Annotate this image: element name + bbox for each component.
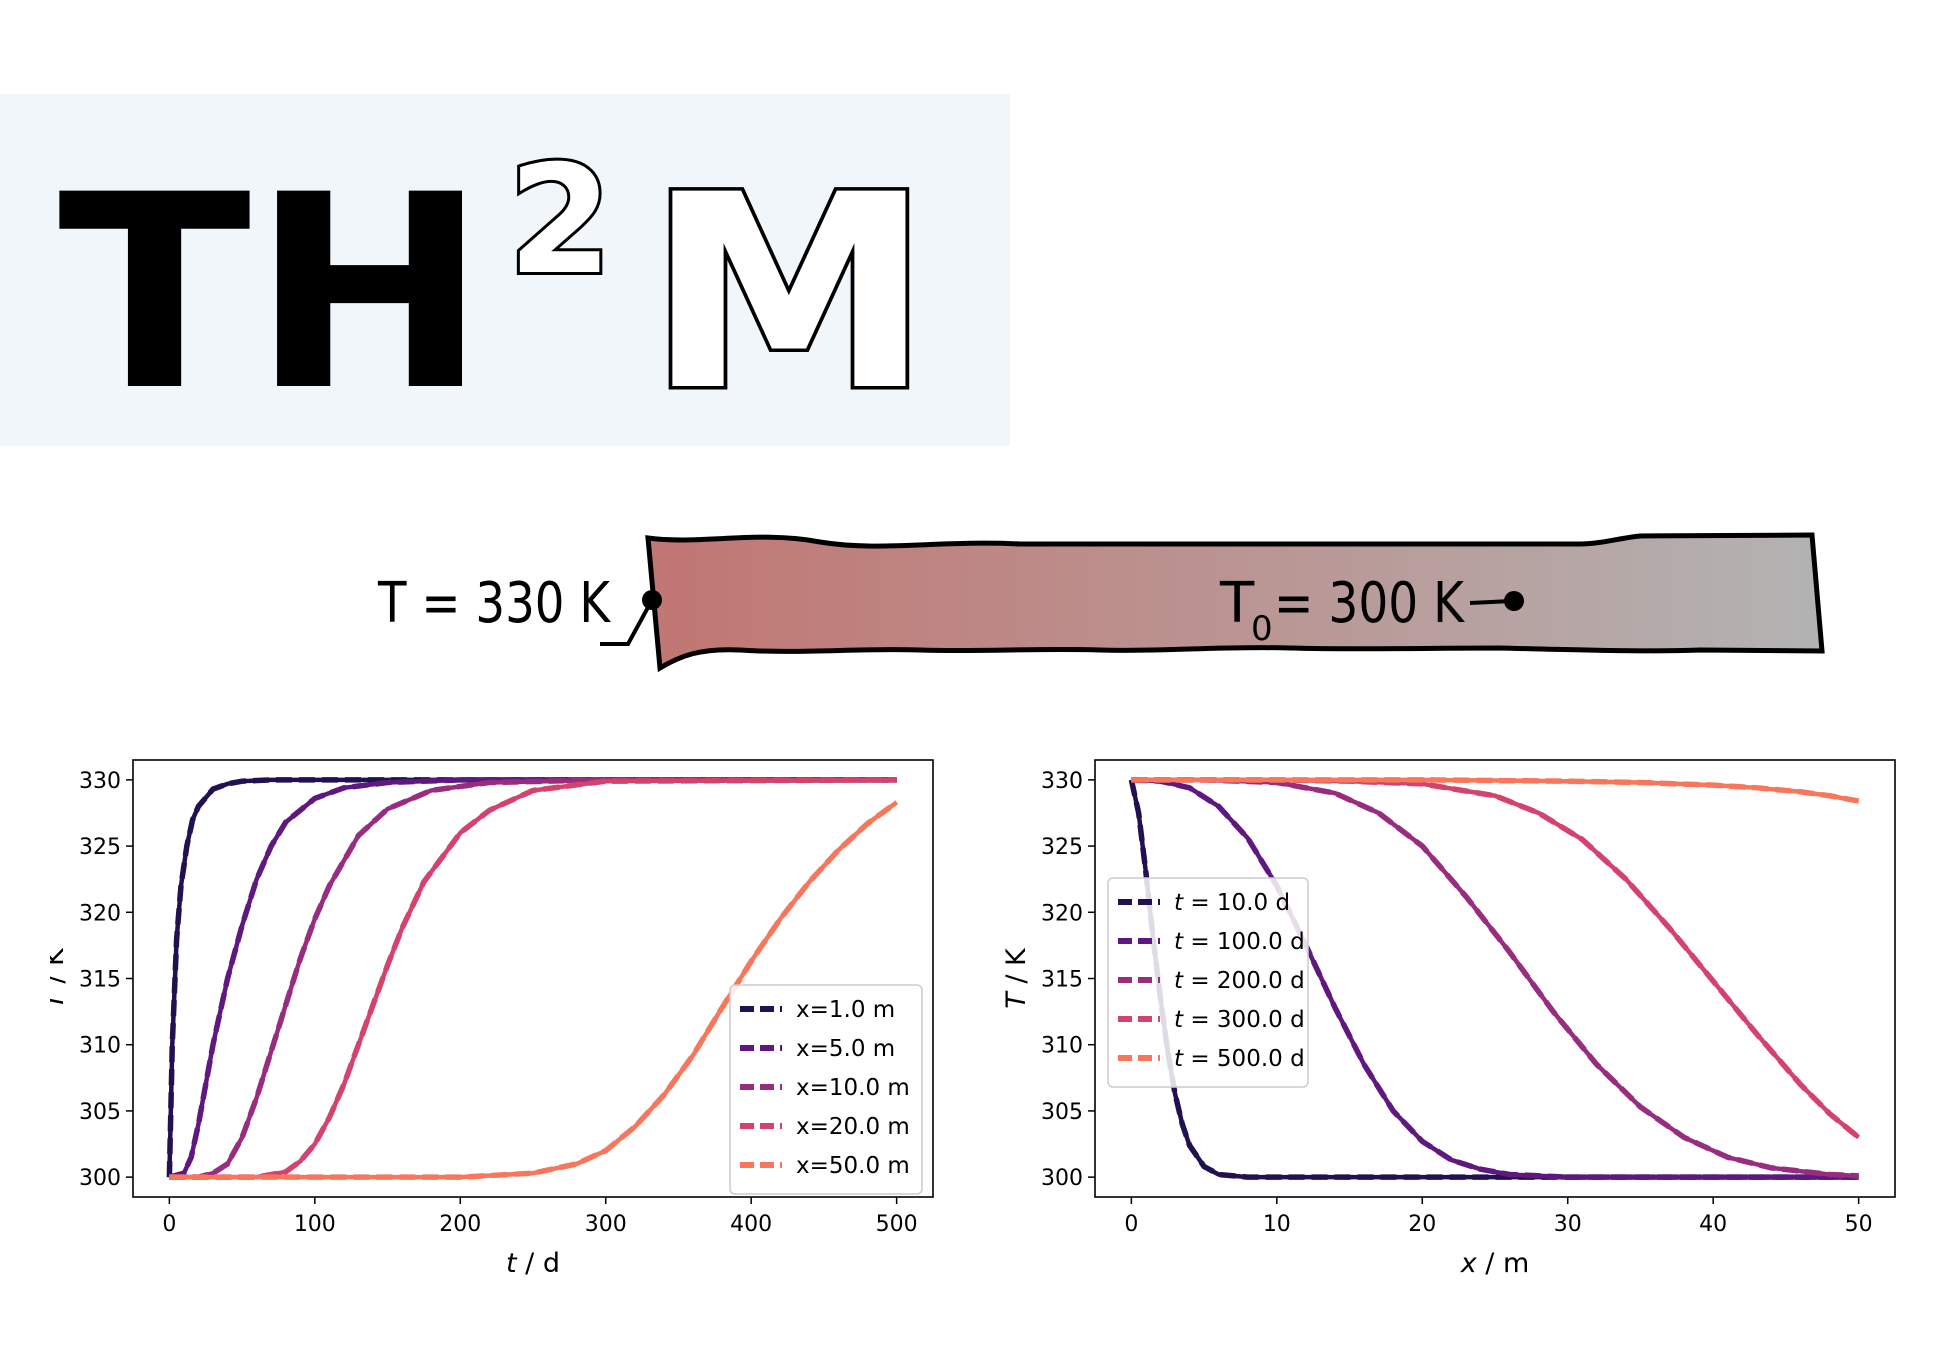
chart0-xtick-label: 100 [294, 1212, 336, 1237]
left-boundary-label: T = 330 K [377, 571, 611, 636]
chart0-series-dashed-2 [169, 777, 897, 1180]
chart0-xtick-label: 400 [730, 1212, 772, 1237]
chart1-legend-label-1: t = 100.0 d [1174, 929, 1305, 955]
chart0-legend-label-3: x=20.0 m [796, 1114, 910, 1140]
logo-superscript-2: 2 [508, 134, 612, 308]
chart1-ytick-label: 300 [1041, 1166, 1083, 1191]
chart1-legend-label-0: t = 10.0 d [1174, 890, 1290, 916]
chart-temperature-vs-time: 0 100 200 300 400 500 300 305 310 315 320 325 330 t /… [50, 759, 934, 1279]
left-boundary-leader [600, 599, 654, 646]
chart0-xtick-label: 200 [439, 1212, 481, 1237]
chart1-xtick-label: 10 [1263, 1212, 1291, 1237]
chart1-ytick-label: 305 [1041, 1100, 1083, 1125]
right-boundary-value: = 300 K [1274, 571, 1465, 636]
chart1-xtick-label: 30 [1554, 1212, 1582, 1237]
chart0-xtick-label: 500 [876, 1212, 918, 1237]
right-boundary-subscript: 0 [1251, 609, 1273, 649]
chart1-xtick-label: 20 [1408, 1212, 1436, 1237]
chart0-ytick-label: 315 [79, 968, 121, 993]
chart1-legend-label-4: t = 500.0 d [1174, 1046, 1305, 1072]
chart0-series-dashed-4 [169, 800, 899, 1180]
chart1-xtick-label: 0 [1124, 1212, 1138, 1237]
chart1-legend-label-2: t = 200.0 d [1174, 968, 1305, 994]
chart0-legend [729, 984, 923, 1195]
chart0-ytick-label: 320 [79, 901, 121, 926]
chart1-ytick-label: 325 [1041, 835, 1083, 860]
chart0-legend-label-4: x=50.0 m [796, 1153, 910, 1179]
chart1-xlabel: x / m [1460, 1248, 1530, 1279]
chart0-ylabel: T / K [50, 947, 70, 1009]
chart1-series-dashed-4 [1131, 777, 1860, 804]
chart1-legend-label-3: t = 300.0 d [1174, 1007, 1305, 1033]
domain-schematic: T = 330 K T 0 = 300 K [377, 532, 1825, 673]
chart1-legend [1107, 877, 1309, 1088]
domain-bar [645, 532, 1825, 673]
chart1-ytick-label: 310 [1041, 1034, 1083, 1059]
chart1-ytick-label: 330 [1041, 769, 1083, 794]
chart-temperature-vs-position: 0 10 20 30 40 50 300 305 310 315 320 325 330 x / m T /… [1001, 759, 1896, 1279]
logo-background [0, 94, 1010, 446]
th2m-logo: TH 2 M [58, 131, 936, 446]
chart0-legend-label-2: x=10.0 m [796, 1075, 910, 1101]
chart0-legend-label-1: x=5.0 m [796, 1036, 895, 1062]
chart0-ytick-label: 300 [79, 1166, 121, 1191]
chart0-ytick-label: 310 [79, 1034, 121, 1059]
chart0-xtick-label: 300 [585, 1212, 627, 1237]
chart1-ytick-label: 315 [1041, 968, 1083, 993]
chart1-xtick-label: 40 [1699, 1212, 1727, 1237]
chart1-xtick-label: 50 [1845, 1212, 1873, 1237]
chart0-series-dashed-3 [169, 777, 897, 1180]
chart0-xtick-label: 0 [162, 1212, 176, 1237]
logo-text-m: M [646, 138, 932, 446]
chart1-ylabel: T / K [1001, 947, 1032, 1009]
chart0-ytick-label: 325 [79, 835, 121, 860]
logo-text-th: TH [58, 138, 488, 446]
chart0-series-dashed-1 [168, 777, 897, 1180]
chart0-ytick-label: 330 [79, 769, 121, 794]
left-boundary-point [642, 590, 662, 610]
chart1-series-dashed-1 [1131, 777, 1859, 1180]
right-boundary-point [1504, 591, 1524, 611]
right-boundary-symbol: T [1219, 571, 1255, 636]
chart1-ytick-label: 320 [1041, 901, 1083, 926]
chart0-ytick-label: 305 [79, 1100, 121, 1125]
chart0-legend-label-0: x=1.0 m [796, 997, 895, 1023]
chart0-xlabel: t / d [506, 1248, 560, 1279]
chart1-series-dashed-2 [1131, 777, 1859, 1179]
